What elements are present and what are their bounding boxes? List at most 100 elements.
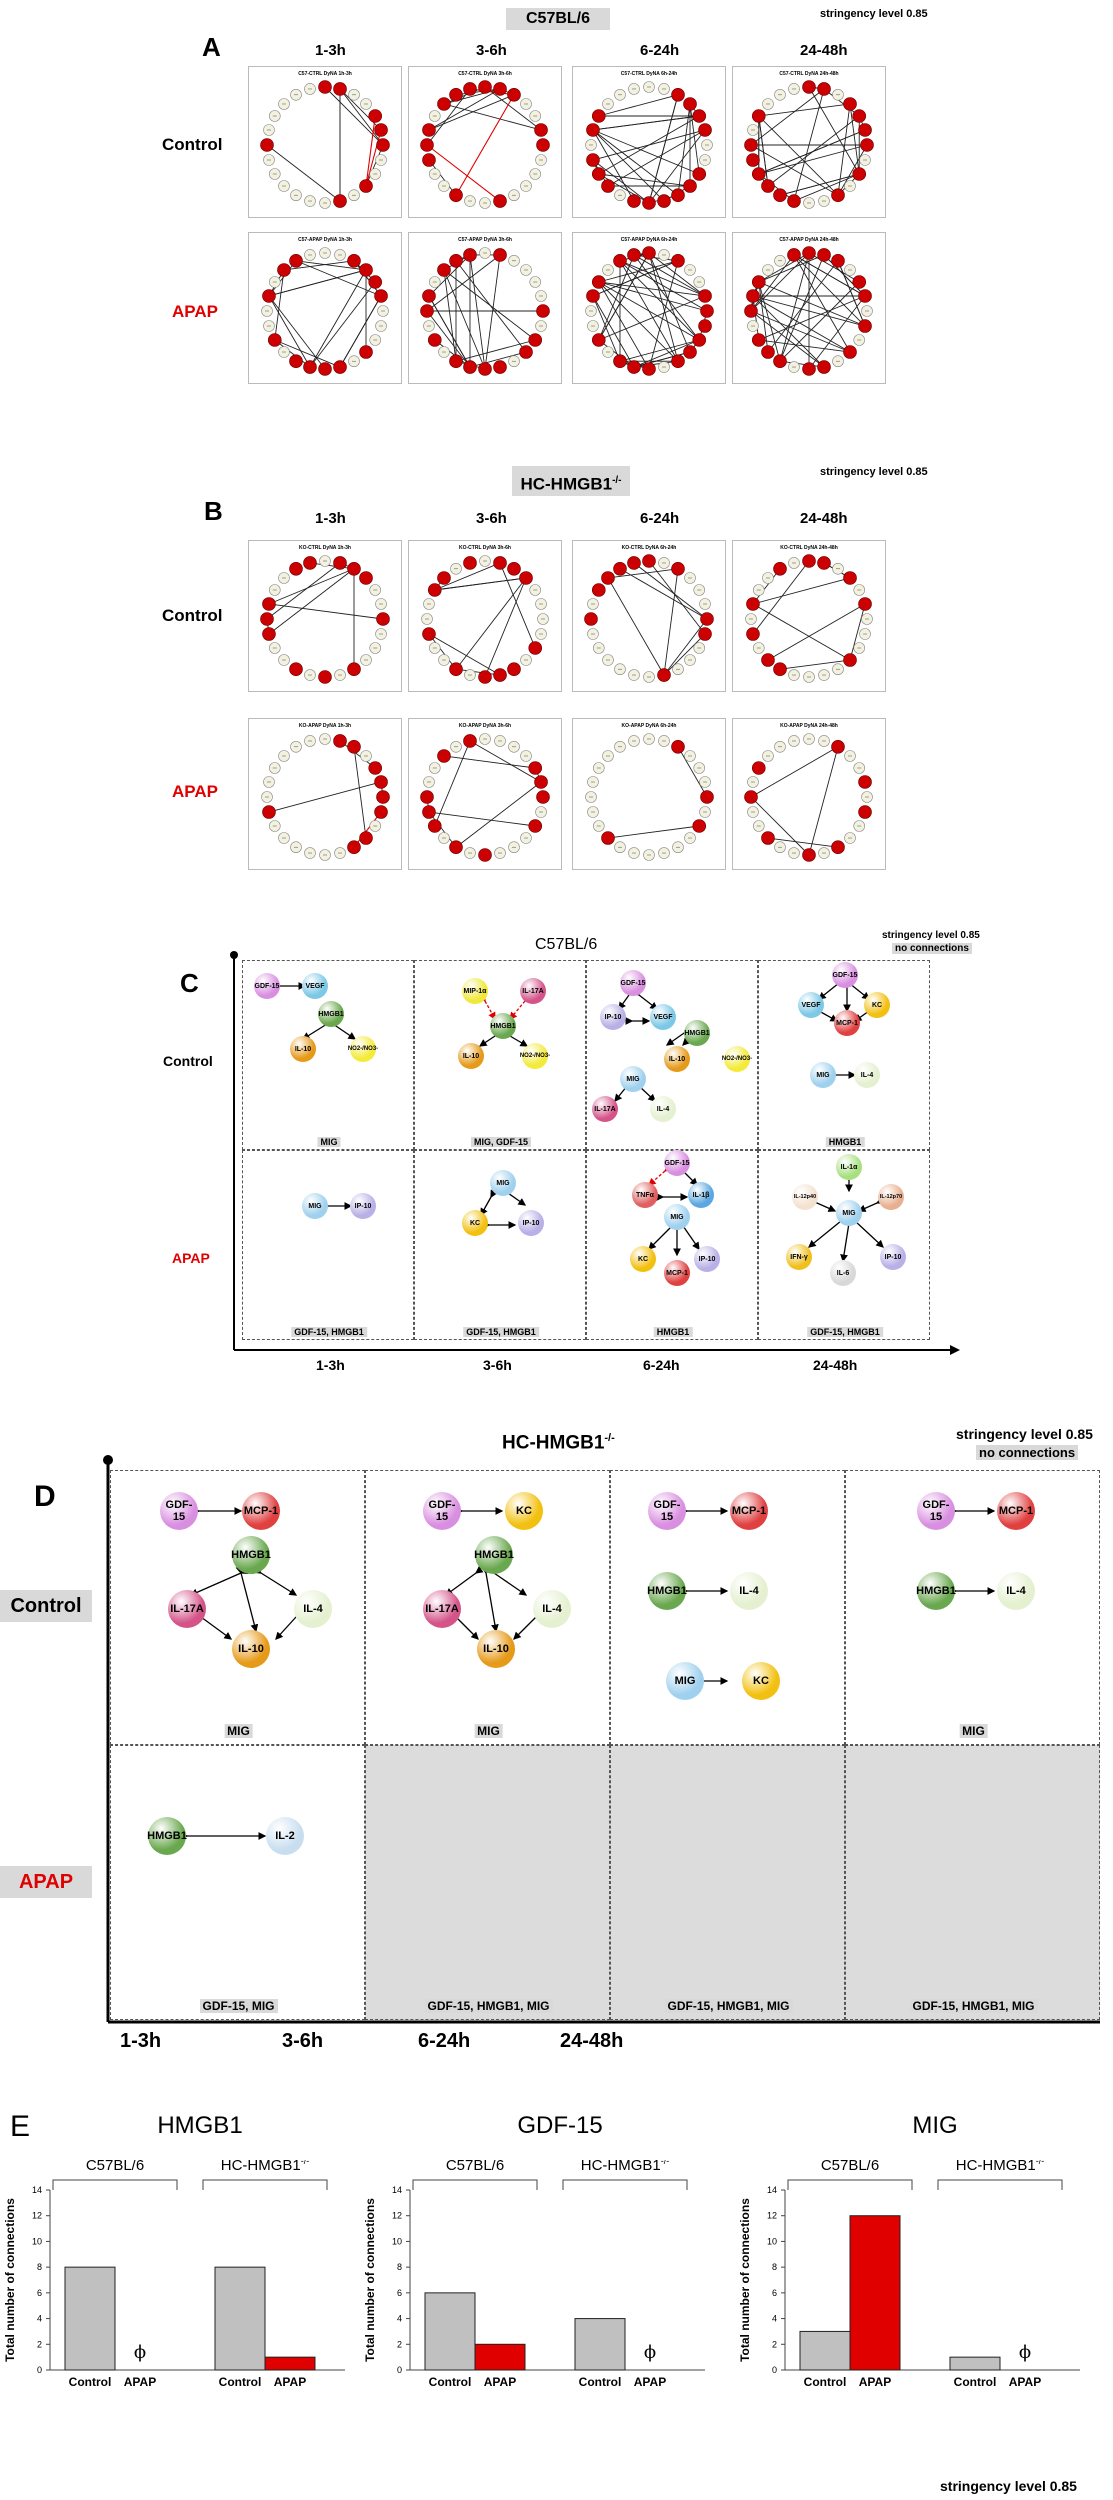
network-edge — [592, 295, 621, 362]
x-tick-label: Control — [954, 2375, 997, 2389]
node-ip-10: IP-10 — [600, 1004, 626, 1030]
network-node-active — [751, 275, 766, 289]
network-edge — [677, 103, 691, 196]
network-node-active — [858, 775, 872, 789]
graph-edge — [847, 1213, 884, 1248]
panel-c-cell-label: GDF-15, HMGB1 — [463, 1327, 539, 1337]
network-edge — [758, 281, 866, 327]
panel-c-row-control: Control — [163, 1053, 213, 1069]
panel-d-row-control: Control — [0, 1590, 92, 1622]
network-edge — [443, 269, 486, 370]
network-edge — [592, 159, 650, 204]
bar-control — [424, 2292, 476, 2371]
network-edge — [689, 103, 700, 175]
network-title: C57-APAP DyNA 6h-24h — [621, 237, 678, 243]
network-edge — [633, 360, 679, 368]
network-node-active — [359, 263, 373, 277]
network-b-control-4: KO-CTRL DyNA 24h-48h — [732, 540, 886, 692]
panel-c-time-2: 3-6h — [483, 1357, 512, 1373]
network-node-active — [692, 819, 707, 833]
panel-d-time-2: 3-6h — [282, 2030, 324, 2052]
y-tick-label: 6 — [772, 2288, 777, 2298]
network-edge — [779, 281, 860, 362]
network-node-active — [698, 627, 712, 641]
bar-chart-3: Total number of connections02468101214C5… — [738, 2160, 1080, 2389]
network-edge — [779, 659, 851, 670]
network-edge — [455, 577, 527, 670]
network-edge — [750, 310, 825, 368]
network-node-active — [528, 761, 543, 775]
network-edge — [663, 633, 706, 676]
network-node-active — [683, 345, 697, 359]
node-il-1-: IL-1α — [836, 1154, 862, 1180]
group-bracket — [562, 2179, 688, 2190]
network-edge — [443, 269, 536, 341]
node-hmgb1: HMGB1 — [684, 1020, 710, 1046]
network-edge — [353, 260, 382, 297]
network-node-active — [671, 561, 685, 576]
network-node-active — [852, 275, 867, 289]
network-node-active — [422, 153, 436, 167]
network-node-active — [858, 805, 872, 819]
panel-b-time-2: 3-6h — [476, 510, 507, 527]
node-mig: MIG — [302, 1193, 328, 1219]
node-vegf: VEGF — [798, 992, 824, 1018]
network-edge — [793, 173, 860, 202]
network-node-active — [303, 360, 317, 374]
network-node-active — [700, 612, 714, 626]
network-edge — [750, 310, 851, 353]
node-kc: KC — [630, 1246, 656, 1272]
network-node-active — [318, 362, 332, 376]
network-edge — [619, 339, 700, 362]
network-node-active — [591, 275, 606, 289]
node-mcp-1: MCP-1 — [730, 1492, 768, 1530]
group-label: HC-HMGB1-/- — [221, 2160, 310, 2174]
network-node-active — [852, 109, 867, 123]
node-il-4: IL-4 — [650, 1096, 676, 1122]
network-node-active — [347, 561, 361, 576]
network-node-active — [761, 653, 775, 667]
network-node-active — [613, 354, 627, 369]
network-node-active — [773, 662, 787, 677]
x-tick-label: APAP — [634, 2375, 666, 2389]
network-edge — [592, 129, 706, 161]
panel-c-letter: C — [180, 968, 199, 998]
network-edge — [808, 295, 866, 370]
network-edge — [758, 281, 769, 353]
network-edge — [758, 295, 866, 341]
panel-b-strain: HC-HMGB1-/- — [512, 466, 630, 496]
network-edge — [758, 339, 851, 353]
panel-d-cell-label: MIG — [474, 1724, 503, 1738]
group-label: HC-HMGB1-/- — [581, 2160, 670, 2174]
panel-b-time-4: 24-48h — [800, 510, 848, 527]
network-node-active — [627, 194, 641, 208]
network-node-active — [289, 662, 303, 677]
network-node-active — [591, 333, 606, 347]
network-node-active — [333, 194, 347, 208]
network-node-active — [586, 289, 600, 303]
node-mig: MIG — [664, 1204, 690, 1230]
node-hmgb1: HMGB1 — [231, 1536, 271, 1574]
network-node-active — [802, 848, 816, 862]
chart-title: MIG — [912, 2112, 958, 2139]
node-no2-no3-: NO2-/NO3- — [520, 1043, 550, 1069]
network-edge — [339, 88, 384, 146]
panel-d-time-4: 24-48h — [560, 2030, 624, 2052]
network-edge — [677, 746, 708, 798]
y-tick-label: 4 — [37, 2314, 42, 2324]
network-node-active — [376, 138, 390, 152]
network-edge-highlight — [469, 88, 515, 96]
x-tick-label: Control — [219, 2375, 262, 2389]
network-edge — [648, 260, 679, 370]
panel-d-cell-label: GDF-15, HMGB1, MIG — [909, 1999, 1038, 2013]
node-il-4: IL-4 — [997, 1572, 1035, 1610]
node-gdf-15: GDF-15 — [917, 1492, 955, 1530]
network-node-active — [422, 289, 436, 303]
network-node-active — [359, 345, 373, 359]
network-node-active — [333, 360, 347, 374]
x-tick-label: APAP — [274, 2375, 306, 2389]
network-node-active — [817, 360, 831, 374]
